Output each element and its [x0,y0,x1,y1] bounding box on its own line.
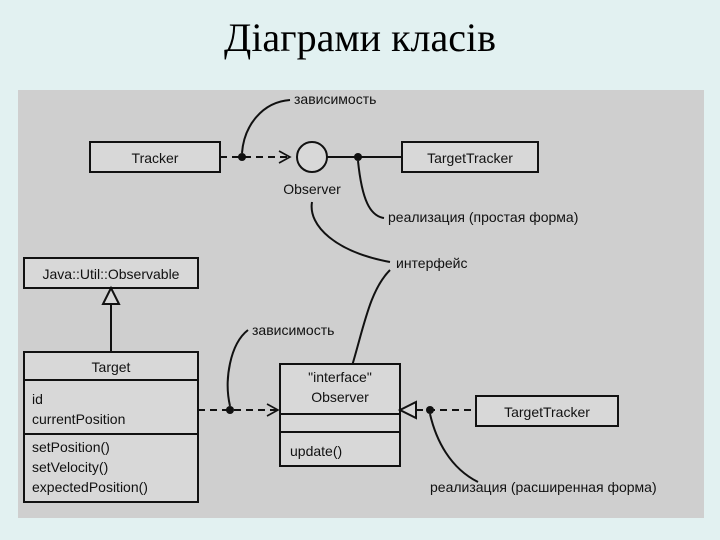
tracker-dependency-dot [238,153,246,161]
tracker-class-label: Tracker [132,150,179,166]
target-class-name: Target [92,359,131,375]
interface-note-leader-top [310,201,391,263]
observer-operation: update() [290,443,342,459]
dependency-note-top: зависимость [294,91,376,107]
target-operation: setVelocity() [32,459,108,475]
realization-simple-note-leader [357,160,385,219]
realization-extended-dot [426,406,434,414]
slide-title: Діаграми класів [224,15,496,60]
target-tracker-top-box [401,141,539,173]
generalization-arrowhead [101,285,121,305]
target-dependency-dot [226,406,234,414]
target-operation: expectedPosition() [32,479,148,495]
observer-interface-lollipop [296,141,328,173]
class-diagram: Tracker Observer TargetTracker зависимос… [23,91,657,503]
observer-lollipop-label: Observer [283,181,341,197]
realization-triangle [397,400,417,420]
observable-class-label: Java::Util::Observable [43,266,180,282]
tracker-class-box [89,141,221,173]
dependency-note-top-leader [241,99,291,154]
realization-simple-dot [354,153,362,161]
interface-stereotype: "interface" [308,369,372,385]
interface-note-leader-bottom [351,269,391,367]
realization-extended-note-leader [429,413,479,483]
class-diagram-figure: Tracker Observer TargetTracker зависимос… [18,90,704,518]
target-attribute: id [32,391,43,407]
dependency-note-bottom-leader [226,329,249,407]
target-operation: setPosition() [32,439,110,455]
dependency-note-bottom: зависимость [252,322,334,338]
target-tracker-bottom-box [475,395,619,427]
target-tracker-top-label: TargetTracker [427,150,513,166]
target-attribute: currentPosition [32,411,125,427]
realization-extended-note: реализация (расширенная форма) [430,479,657,495]
observer-interface-name: Observer [311,389,369,405]
interface-note: интерфейс [396,255,468,271]
target-class-box [23,351,199,503]
target-tracker-bottom-label: TargetTracker [504,404,590,420]
realization-simple-note: реализация (простая форма) [388,209,578,225]
